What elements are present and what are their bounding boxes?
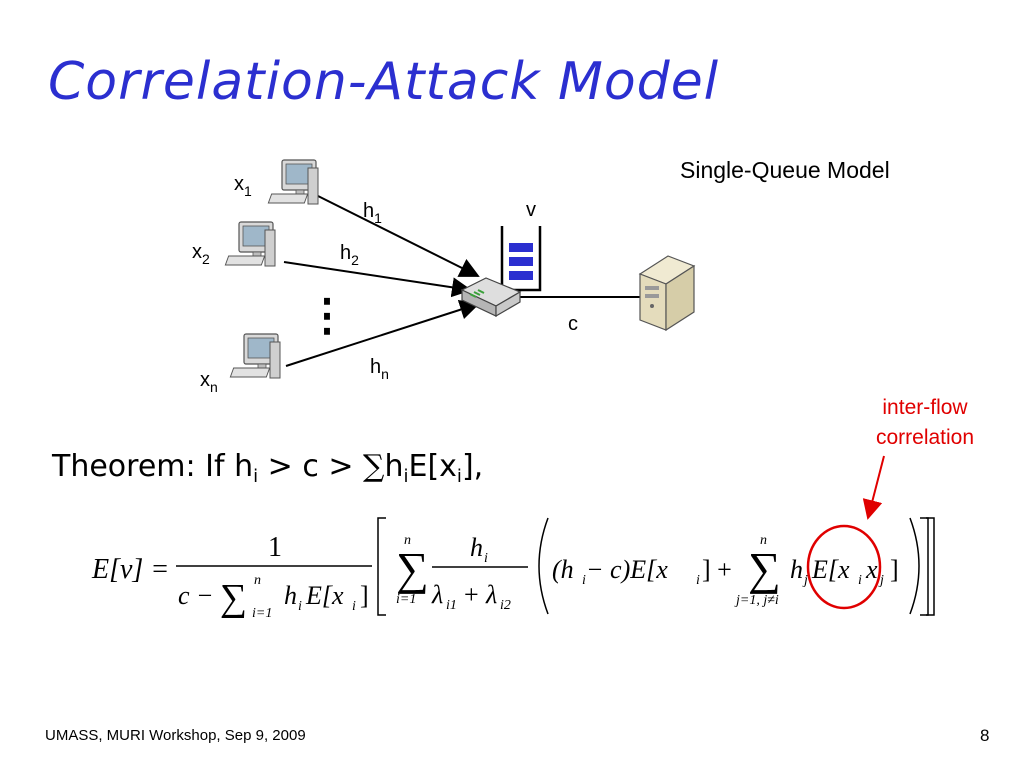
formula-numerator: 1 <box>268 532 282 563</box>
left-paren <box>538 517 549 615</box>
link-label-h1: h1 <box>363 200 382 226</box>
sum-symbol-1: ∑ <box>396 543 429 594</box>
svg-text:− c)E[x: − c)E[x <box>586 555 668 584</box>
sum2-lower: j=1, j≠i <box>734 593 779 608</box>
server-icon <box>638 255 696 332</box>
svg-text:i2: i2 <box>500 598 511 613</box>
right-paren <box>909 517 920 615</box>
annotation-arrow <box>862 455 885 520</box>
source-label-x1: x1 <box>234 173 252 199</box>
svg-text:]: ] <box>360 581 369 610</box>
theorem-statement: Theorem: If hi > c > ∑hiE[xi], <box>52 449 484 487</box>
rate-fraction: h i λ i1 + λ i2 <box>431 533 528 613</box>
sum1-lower: i=1 <box>396 592 416 607</box>
right-bracket-outer <box>926 517 935 616</box>
correlation-term: h j E[x i x j ] <box>790 555 899 588</box>
svg-text:λ: λ <box>485 580 497 609</box>
svg-text:i: i <box>582 573 586 588</box>
svg-text:i: i <box>696 573 700 588</box>
sum2-upper: n <box>760 533 767 548</box>
sum1-upper: n <box>404 533 411 548</box>
page-number: 8 <box>980 726 990 745</box>
svg-text:i: i <box>484 551 488 566</box>
inter-flow-correlation-label: inter-flow correlation <box>845 393 1005 453</box>
svg-text:λ: λ <box>431 580 443 609</box>
svg-text:i: i <box>298 599 302 614</box>
annotation-line-1: inter-flow <box>882 396 968 419</box>
sum-symbol-2: ∑ <box>748 543 781 594</box>
router-icon <box>460 277 522 318</box>
svg-text:x: x <box>865 555 878 584</box>
slide-title: Correlation-Attack Model <box>48 52 720 112</box>
svg-text:E[x: E[x <box>811 555 850 584</box>
svg-text:h: h <box>470 533 483 562</box>
source-label-x2: x2 <box>192 241 210 267</box>
svg-text:h: h <box>284 581 297 610</box>
svg-text:] +: ] + <box>702 555 732 584</box>
capacity-label-c: c <box>568 313 578 335</box>
queue-label-v: v <box>526 199 536 221</box>
source-label-xn: xn <box>200 369 218 395</box>
svg-text:i: i <box>858 573 862 588</box>
first-term: (h i − c)E[x i ] + <box>552 555 732 588</box>
footer-text: UMASS, MURI Workshop, Sep 9, 2009 <box>45 727 306 744</box>
svg-text:h: h <box>790 555 803 584</box>
formula-denominator: c − ∑ n i=1 h i E[x i ] <box>178 573 369 621</box>
svg-text:i: i <box>352 599 356 614</box>
link-hn <box>285 300 480 367</box>
link-label-hn: hn <box>370 356 389 382</box>
svg-text:]: ] <box>890 555 899 584</box>
svg-text:j: j <box>802 573 808 588</box>
queue-icon <box>500 226 542 292</box>
link-h1 <box>317 195 480 277</box>
link-h2 <box>283 261 472 298</box>
formula-lhs: E[v] = <box>91 554 169 585</box>
model-label: Single-Queue Model <box>680 157 890 183</box>
annotation-circle <box>806 524 882 610</box>
svg-text:c −: c − <box>178 581 214 610</box>
svg-text:+: + <box>464 580 479 609</box>
svg-text:E[x: E[x <box>305 581 344 610</box>
svg-text:n: n <box>254 573 261 588</box>
annotation-line-2: correlation <box>875 426 975 449</box>
link-label-h2: h2 <box>340 242 359 268</box>
right-bracket <box>920 517 929 616</box>
svg-text:i=1: i=1 <box>252 606 272 621</box>
svg-text:∑: ∑ <box>220 577 247 619</box>
svg-text:j: j <box>878 573 884 588</box>
svg-text:(h: (h <box>552 555 574 584</box>
left-bracket <box>377 517 386 616</box>
ellipsis: ⋮ <box>305 291 349 340</box>
svg-text:i1: i1 <box>446 598 457 613</box>
